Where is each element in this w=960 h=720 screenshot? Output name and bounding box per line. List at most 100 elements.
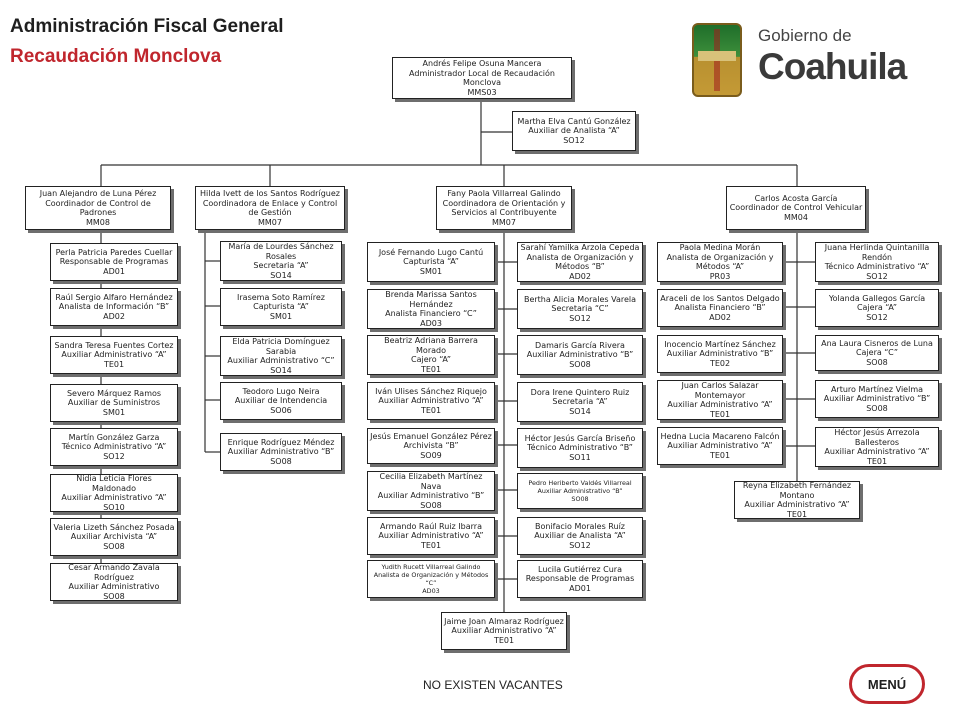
org-node-line: de Gestión	[248, 208, 292, 217]
org-node-line: Auxiliar Administrativo “A”	[61, 493, 167, 502]
org-node-line: José Fernando Lugo Cantú	[378, 247, 484, 257]
org-node-line: Archivista “B”	[403, 441, 459, 451]
org-node-line: TE01	[493, 635, 515, 645]
org-node-line: Armando Raúl Ruiz Ibarra	[380, 521, 482, 531]
org-node-line: Pedro Heriberto Valdés Villarreal	[528, 479, 632, 487]
org-node-line: Sarahí Yamilka Arzola Cepeda	[520, 243, 640, 252]
org-node-line: Coordinadora de Orientación y	[442, 198, 566, 208]
org-node-line: Auxiliar Administrativo “A”	[667, 400, 773, 409]
org-node-line: Secretaria “A”	[552, 397, 608, 407]
org-node-line: Héctor Jesús Arrezola	[834, 428, 920, 437]
org-node-line: TE01	[709, 409, 731, 419]
org-node-line: Montemayor	[694, 390, 746, 400]
org-node-line: Analista Financiero “B”	[674, 303, 766, 313]
org-node-line: Paola Medina Morán	[679, 243, 761, 252]
org-node-line: SO12	[563, 135, 585, 145]
org-node-line: Secretaria “A”	[253, 261, 309, 270]
org-node-line: Auxiliar Administrativo “A”	[61, 350, 167, 360]
org-node-line: Yudith Rucett Villarreal Galindo	[381, 563, 481, 571]
org-node-line: Auxiliar Administrativo “C”	[227, 356, 335, 365]
org-node-line: Hedna Lucia Macareno Falcón	[660, 431, 780, 441]
org-node-line: Responsable de Programas	[59, 257, 169, 267]
org-node-line: Métodos “B”	[555, 262, 605, 271]
org-node-line: SO14	[569, 406, 591, 416]
org-node-line: Damaris García Rivera	[535, 340, 625, 350]
org-node-line: Lucila Gutiérrez Cura	[538, 564, 622, 574]
org-node-line: TE01	[420, 405, 442, 415]
org-node-line: Morado	[416, 345, 446, 355]
coat-of-arms-icon	[692, 23, 742, 97]
org-node-line: SO09	[420, 450, 442, 460]
org-node-line: Sarabia	[265, 346, 297, 356]
org-node-line: Juana Herlinda Quintanilla	[824, 243, 930, 252]
menu-button[interactable]: MENÚ	[849, 664, 925, 704]
org-node-line: MM07	[492, 217, 516, 227]
org-node-line: TE01	[420, 364, 442, 374]
org-node-line: SO12	[103, 451, 125, 461]
org-node-line: SO12	[569, 313, 591, 323]
org-node-line: Auxiliar Administrativo “A”	[378, 531, 484, 541]
org-node-line: Analista de Organización y	[666, 252, 774, 262]
org-node-line: Brenda Marissa Santos	[385, 290, 477, 299]
org-node-line: Auxiliar Administrativo	[68, 582, 160, 591]
org-node-line: Auxiliar Administrativo “A”	[451, 626, 557, 636]
org-node-line: MM07	[258, 217, 282, 227]
org-node-line: Cajero “A”	[411, 355, 451, 364]
org-node-line: SO12	[866, 312, 888, 322]
org-node-line: SO11	[569, 452, 591, 462]
org-node-line: Padrones	[79, 208, 117, 217]
org-node-line: Analista de Organización y Métodos	[373, 571, 489, 579]
org-node-line: Inocencio Martínez Sánchez	[664, 339, 776, 349]
org-node-line: MMS03	[467, 87, 497, 97]
org-node-line: Martín González Garza	[68, 432, 160, 442]
org-node-line: Andrés Felipe Osuna Mancera	[422, 59, 542, 68]
org-node-line: TE01	[786, 509, 808, 519]
org-node-line: Servicios al Contribuyente	[451, 208, 557, 217]
org-node-line: Responsable de Programas	[525, 574, 635, 584]
org-node-line: Analista de Organización y	[526, 252, 634, 262]
org-node-line: MM08	[86, 217, 110, 227]
org-node-line: Juan Carlos Salazar	[681, 381, 759, 390]
org-node-line: Sandra Teresa Fuentes Cortez	[54, 340, 174, 350]
org-node-line: SM01	[419, 266, 443, 276]
org-node-line: Auxiliar Administrativo “B”	[377, 491, 485, 500]
org-node-line: SO08	[103, 591, 125, 601]
org-node-line: Auxiliar Administrativo “A”	[667, 441, 773, 451]
page-subtitle: Recaudación Monclova	[10, 46, 222, 67]
gobierno-coahuila-logo: Gobierno de Coahuila	[686, 20, 907, 102]
org-node-line: Cajera “C”	[855, 348, 899, 358]
org-node-line: Capturista “A”	[403, 257, 459, 267]
org-node-line: Rodríguez	[94, 572, 134, 582]
org-node-line: Teodoro Lugo Neira	[242, 386, 320, 396]
org-node-line: Auxiliar Administrativo “B”	[526, 350, 634, 360]
org-node-line: Jesús Emanuel González Pérez	[370, 431, 492, 441]
org-node-line: Cesar Armando Zavala	[68, 563, 160, 572]
org-node-line: AD01	[569, 583, 591, 593]
logo-line-1: Gobierno de	[758, 26, 852, 45]
org-node-line: Ana Laura Cisneros de Luna	[821, 338, 933, 348]
org-node-line: Técnico Administrativo “A”	[61, 442, 167, 452]
org-node-line: TE01	[866, 456, 888, 466]
org-node-line: Héctor Jesús García Briseño	[524, 433, 636, 443]
org-node-line: Fany Paola Villarreal Galindo	[447, 189, 561, 198]
org-node-line: Secretaria “C”	[551, 304, 609, 314]
org-node-line: Elda Patricia Domínguez	[232, 337, 330, 346]
